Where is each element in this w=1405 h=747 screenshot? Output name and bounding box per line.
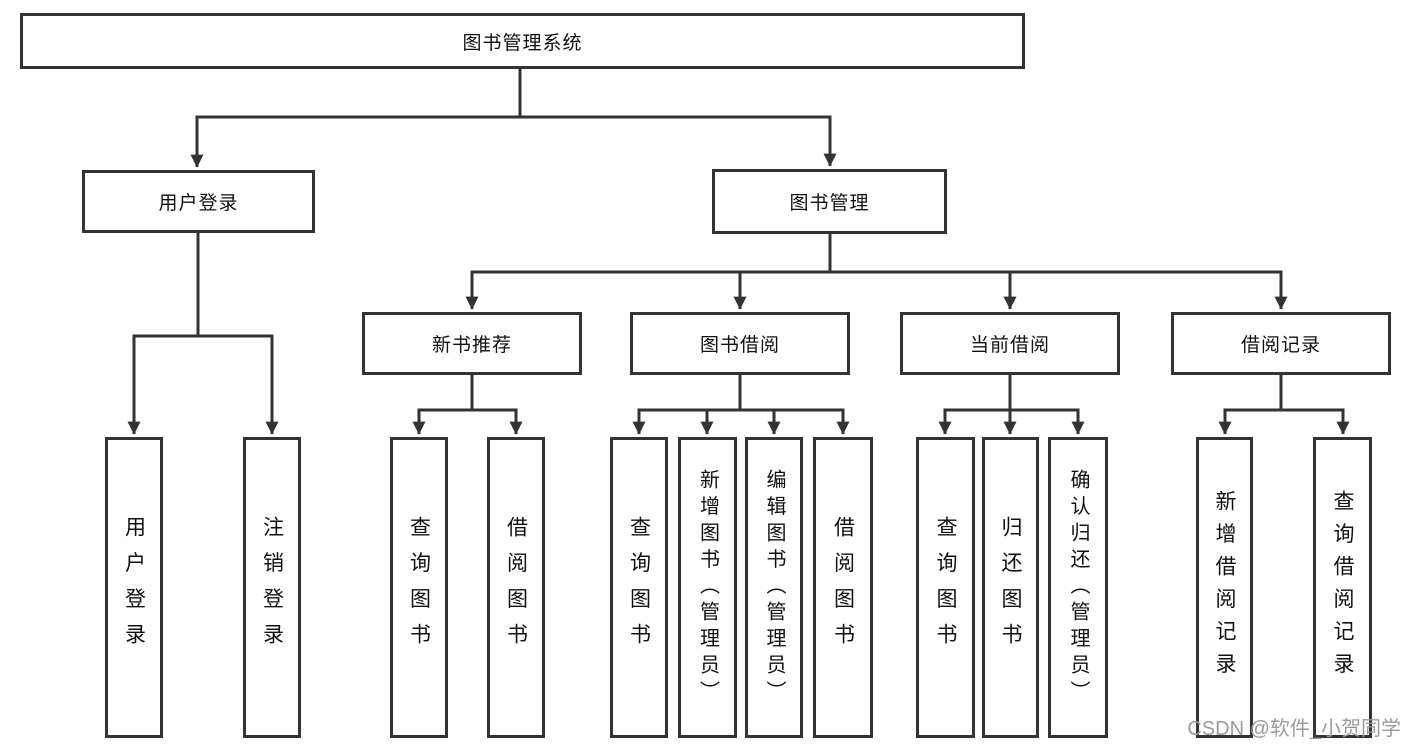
leaf-borrow-borrow-book: 借阅图书	[813, 437, 873, 738]
node-new-book-recommend: 新书推荐	[362, 312, 582, 375]
node-borrow-record: 借阅记录	[1171, 312, 1391, 375]
leaf-borrow-edit-book-admin-label: 编辑图书（管理员）	[763, 468, 785, 707]
node-user-login-label: 用户登录	[158, 193, 239, 214]
leaf-borrow-add-book-admin-label: 新增图书（管理员）	[696, 468, 719, 707]
leaf-user-login: 用户登录	[105, 437, 163, 738]
leaf-recommend-borrow-book: 借阅图书	[487, 437, 545, 738]
node-root-label: 图书管理系统	[462, 32, 583, 54]
leaf-recommend-query-book-label: 查询图书	[407, 516, 431, 659]
leaf-record-add-record: 新增借阅记录	[1196, 437, 1253, 738]
leaf-current-confirm-return-admin-label: 确认归还（管理员）	[1067, 468, 1089, 707]
leaf-current-query-book-label: 查询图书	[934, 516, 957, 659]
node-user-login: 用户登录	[82, 170, 315, 233]
node-book-management: 图书管理	[712, 169, 947, 234]
node-current-borrow-label: 当前借阅	[969, 335, 1050, 356]
node-new-book-recommend-label: 新书推荐	[431, 335, 512, 356]
leaf-borrow-query-book-label: 查询图书	[627, 516, 651, 659]
leaf-record-add-record-label: 新增借阅记录	[1213, 489, 1236, 686]
leaf-borrow-query-book: 查询图书	[610, 437, 668, 738]
node-root: 图书管理系统	[20, 13, 1025, 69]
leaf-record-query-record: 查询借阅记录	[1313, 437, 1372, 738]
csdn-watermark: CSDN @软件_小贺同学	[1187, 718, 1401, 740]
leaf-user-login-label: 用户登录	[122, 516, 146, 659]
node-book-borrow: 图书借阅	[630, 312, 850, 375]
leaf-recommend-borrow-book-label: 借阅图书	[504, 516, 528, 659]
leaf-borrow-borrow-book-label: 借阅图书	[831, 516, 855, 659]
leaf-borrow-add-book-admin: 新增图书（管理员）	[678, 437, 737, 738]
leaf-record-query-record-label: 查询借阅记录	[1331, 489, 1354, 686]
leaf-current-return-book-label: 归还图书	[999, 516, 1022, 659]
node-book-borrow-label: 图书借阅	[699, 335, 780, 356]
leaf-borrow-edit-book-admin: 编辑图书（管理员）	[745, 437, 803, 738]
leaf-current-confirm-return-admin: 确认归还（管理员）	[1048, 437, 1108, 738]
node-book-management-label: 图书管理	[789, 193, 870, 214]
node-current-borrow: 当前借阅	[900, 312, 1120, 375]
leaf-recommend-query-book: 查询图书	[390, 437, 448, 738]
leaf-current-query-book: 查询图书	[916, 437, 975, 738]
leaf-logout: 注销登录	[243, 437, 301, 738]
node-borrow-record-label: 借阅记录	[1240, 335, 1321, 356]
leaf-logout-label: 注销登录	[260, 516, 284, 659]
leaf-current-return-book: 归还图书	[982, 437, 1039, 738]
